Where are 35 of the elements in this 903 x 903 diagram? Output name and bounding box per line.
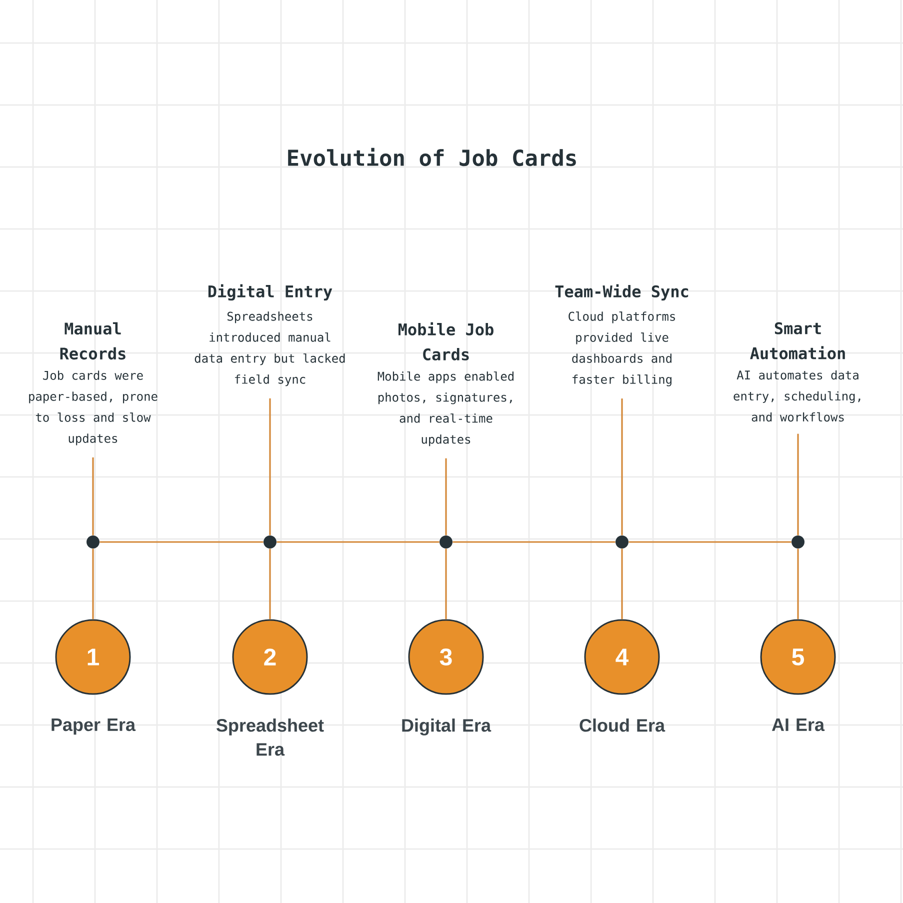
era-label: Paper Era [52,718,136,735]
era-heading: Digital Entry [208,284,332,301]
timeline-dot [616,536,628,548]
era-label: Digital Era [402,718,492,736]
connector-line [797,548,799,620]
title: Evolution of Job Cards [288,148,576,166]
connector-line [452,541,616,543]
timeline-dot [792,536,804,548]
connector-line [628,541,792,543]
era-heading: Manual Records [60,322,126,360]
connector-line [797,434,799,536]
connector-line [269,548,271,620]
connector-line [100,541,264,543]
connector-line [276,541,440,543]
connector-line [92,457,94,536]
era-label: Cloud Era [580,718,666,732]
era-heading: Team-Wide Sync [555,284,688,301]
era-heading: Mobile Job Cards [398,322,494,360]
connector-line [445,548,447,620]
timeline-dot [86,536,100,548]
connector-line [621,548,623,620]
era-description: Job cards were paper-based, prone to loss and slow updates [29,370,158,446]
era-label: Spreadsheet Era [216,718,324,756]
timeline-dot [264,536,276,548]
connector-line [269,398,271,536]
connector-line [621,398,623,536]
era-description: Mobile apps enabled photos, signatures, and real-time updates [378,371,514,446]
connector-line [445,458,447,536]
connector-line [92,548,94,620]
era-heading: Smart Automation [750,322,845,360]
era-description: AI automates data entry, scheduling, and workflows [734,370,860,422]
era-description: Spreadsheets introduced manual data entry but lacked field sync [194,312,345,386]
timeline-dot [440,536,452,548]
era-description: Cloud platforms provided live dashboards and faster billing [568,312,675,386]
era-label: AI Era [772,718,825,732]
